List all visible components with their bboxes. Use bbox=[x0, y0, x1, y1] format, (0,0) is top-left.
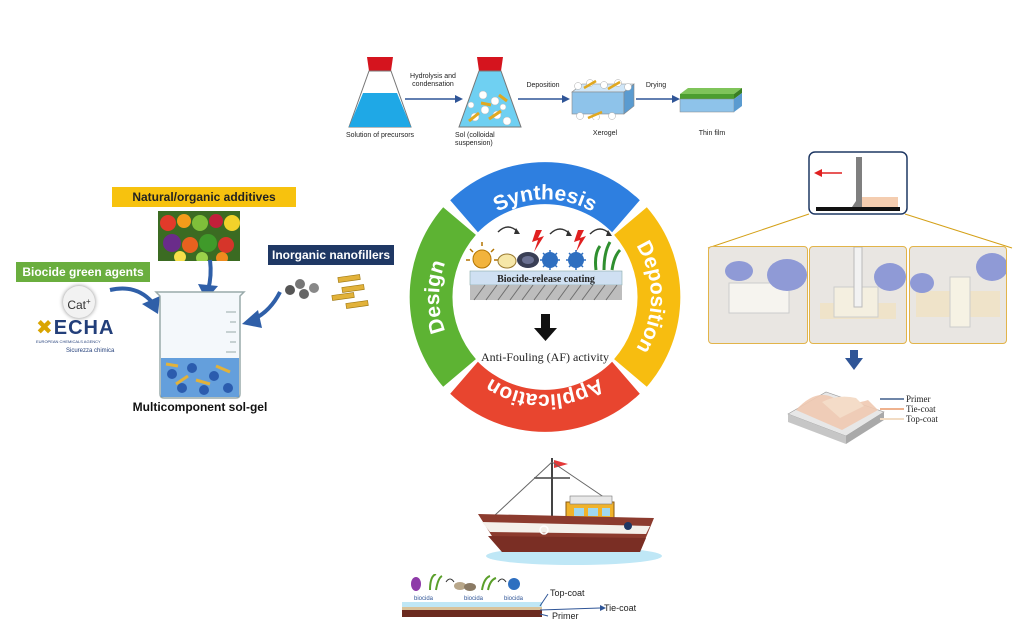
step-label: Xerogel bbox=[592, 130, 618, 137]
fishing-boat-icon bbox=[478, 458, 662, 565]
arrow-label: Drying bbox=[645, 82, 667, 89]
primer-layer bbox=[402, 610, 542, 617]
beaker-icon bbox=[154, 291, 246, 399]
down-arrow-icon bbox=[534, 314, 557, 341]
af-activity-label: Anti-Fouling (AF) activity bbox=[481, 350, 609, 364]
deposition-segment bbox=[614, 207, 681, 387]
flow-arrow-icon bbox=[636, 95, 680, 103]
natural-additives-label: Natural/organic additives bbox=[112, 187, 296, 207]
tie-coat-layer bbox=[402, 607, 542, 610]
step-label: Thin film bbox=[698, 130, 726, 137]
design-segment bbox=[409, 207, 476, 387]
synthesis-segment bbox=[450, 162, 640, 233]
coating-photo-1 bbox=[708, 246, 808, 344]
nanofillers-icon bbox=[285, 274, 369, 309]
coating-photo-2 bbox=[809, 246, 907, 344]
biocide-label: biocida bbox=[414, 596, 434, 602]
flow-arrow-icon bbox=[518, 95, 570, 103]
echa-caption: Sicurezza chimica bbox=[66, 348, 115, 354]
layer-pointer-lines bbox=[539, 593, 606, 617]
cation-label: Cat bbox=[67, 298, 86, 312]
primer-label: Primer bbox=[552, 611, 579, 621]
application-segment bbox=[450, 361, 640, 432]
sol-flask-icon bbox=[458, 57, 522, 128]
biocide-arrow-icon bbox=[109, 286, 160, 314]
layer-legend-swatches bbox=[880, 398, 904, 420]
top-coat-label: Top-coat bbox=[550, 588, 585, 598]
thin-film-icon bbox=[679, 88, 742, 113]
echa-subtitle: EUROPEAN CHEMICALS AGENCY bbox=[36, 339, 101, 344]
legend-top-coat: Top-coat bbox=[906, 414, 938, 424]
fouling-organisms-icon bbox=[466, 226, 622, 271]
legend-tie-coat: Tie-coat bbox=[906, 404, 936, 414]
blade-coater-icon bbox=[808, 151, 908, 215]
biocide-green-agents-label: Biocide green agents bbox=[16, 262, 150, 282]
arrow-label: Hydrolysis and condensation bbox=[410, 73, 456, 89]
nanofillers-arrow-icon bbox=[242, 291, 282, 328]
arrow-label: Deposition bbox=[526, 82, 560, 89]
step-label: Sol (colloidal suspension) bbox=[455, 132, 495, 148]
cation-charge: + bbox=[86, 297, 91, 306]
echa-logo-text: ECHA bbox=[53, 317, 115, 339]
biocide-organisms-icon bbox=[411, 574, 520, 591]
xerogel-icon bbox=[571, 79, 635, 120]
inorganic-nanofillers-label: Inorganic nanofillers bbox=[268, 245, 394, 265]
biocide-label: biocida bbox=[464, 596, 484, 602]
callout-lines bbox=[707, 213, 1013, 249]
process-cycle: Synthesis Deposition Application Design … bbox=[409, 162, 681, 432]
coating-label: Biocide-release coating bbox=[497, 274, 595, 285]
precursor-flask-icon bbox=[348, 57, 412, 128]
vegetables-image bbox=[158, 211, 240, 261]
flow-arrow-icon bbox=[405, 95, 463, 103]
substrate-layer bbox=[470, 285, 622, 300]
biocide-label: biocida bbox=[504, 596, 524, 602]
beaker-caption: Multicomponent sol-gel bbox=[132, 400, 268, 414]
top-coat-layer bbox=[402, 602, 542, 607]
tie-coat-label: Tie-coat bbox=[604, 603, 637, 613]
legend-primer: Primer bbox=[906, 394, 931, 404]
layer-stack-icon bbox=[787, 391, 885, 444]
hull-coating-diagram: biocida biocida biocida bbox=[402, 574, 542, 617]
echa-logo: ✖ECHA EUROPEAN CHEMICALS AGENCY bbox=[36, 318, 136, 344]
cation-icon: Cat+ bbox=[63, 286, 95, 318]
coating-photo-3 bbox=[909, 246, 1007, 344]
step-label: Solution of precursors bbox=[345, 132, 415, 139]
deposition-down-arrow-icon bbox=[845, 350, 863, 370]
